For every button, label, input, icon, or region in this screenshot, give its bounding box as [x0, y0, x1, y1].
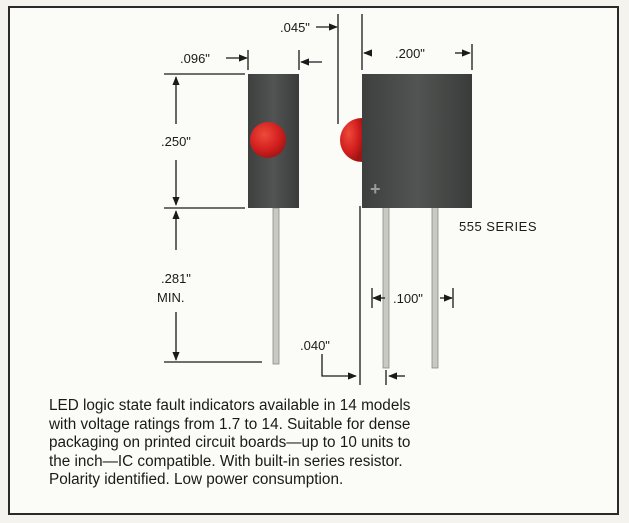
right-body: [362, 74, 472, 208]
right-lead-2: [431, 205, 439, 369]
caption-line: packaging on printed circuit boards—up t…: [49, 434, 411, 452]
dim-lead-length: .281": [161, 271, 191, 286]
caption-line: with voltage ratings from 1.7 to 14. Sui…: [49, 415, 411, 433]
dim-left-width: .096": [180, 51, 210, 66]
caption: LED logic state fault indicators availab…: [49, 397, 609, 490]
right-led-lens: [340, 118, 362, 162]
dim-lead-offset: .040": [300, 338, 330, 353]
dim-gap-top: .045": [280, 20, 310, 35]
caption-line: the inch—IC compatible. With built-in se…: [49, 452, 403, 470]
right-indicator: +: [340, 74, 472, 369]
left-lead: [272, 207, 280, 365]
caption-line: Polarity identified. Low power consumpti…: [49, 471, 344, 489]
dim-body-height: .250": [161, 134, 191, 149]
series-label: 555 SERIES: [459, 219, 537, 234]
dim-right-width: .200": [395, 46, 425, 61]
dimension-lines: [164, 14, 473, 385]
dim-lead-spacing: .100": [393, 291, 423, 306]
right-lead-1: [382, 205, 390, 369]
dim-lead-length-min: MIN.: [157, 290, 184, 305]
caption-line: LED logic state fault indicators availab…: [49, 397, 411, 414]
left-indicator: [248, 74, 299, 365]
figure-frame: [8, 6, 619, 515]
polarity-mark: +: [370, 179, 381, 199]
left-led-lens: [250, 122, 286, 158]
